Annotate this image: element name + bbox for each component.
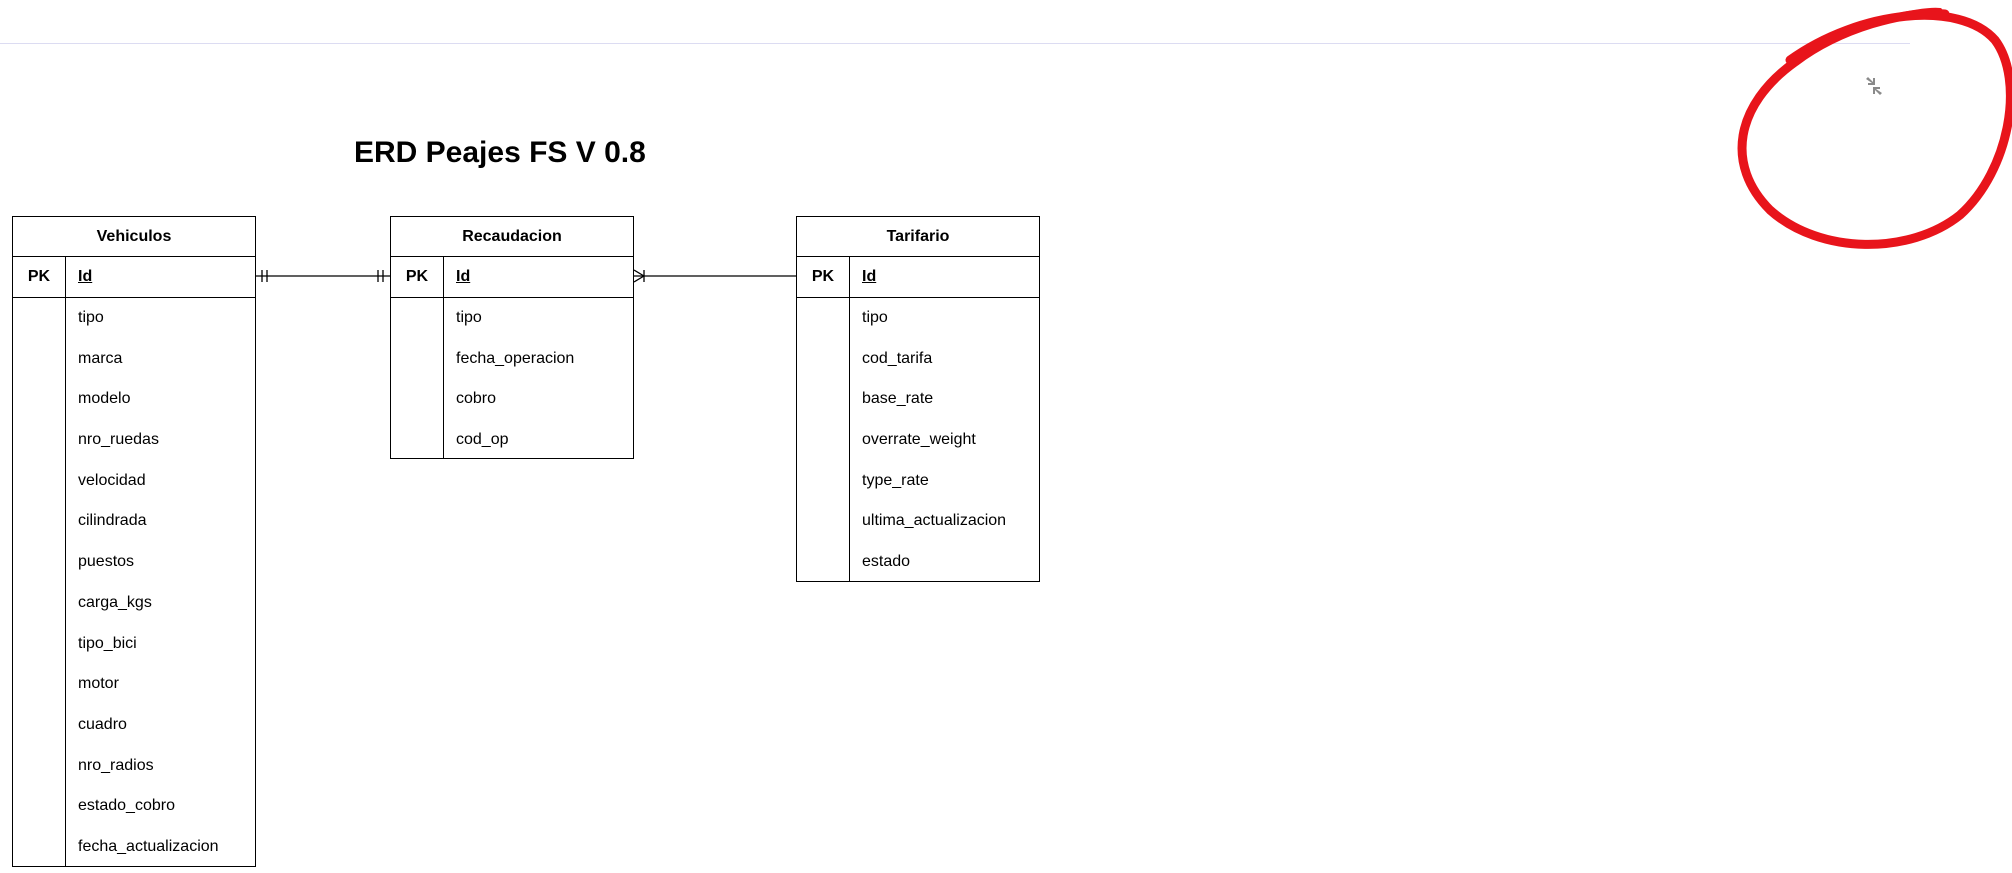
- diagram-title: ERD Peajes FS V 0.8: [354, 136, 646, 169]
- field-section: tipo marca modelo nro_ruedas velocidad c…: [13, 298, 255, 866]
- field: tipo: [862, 309, 888, 326]
- relationship-vehiculos-recaudacion[interactable]: [255, 270, 390, 282]
- relationship-recaudacion-tarifario[interactable]: [633, 269, 796, 283]
- field: cod_op: [456, 431, 509, 449]
- field: cod_tarifa: [862, 349, 933, 367]
- collapse-arrows-svg: [1866, 77, 1882, 95]
- field: velocidad: [78, 471, 146, 489]
- field-list: tipo marca modelo nro_ruedas velocidad c…: [66, 298, 255, 866]
- field: puestos: [78, 553, 135, 571]
- field: cobro: [456, 390, 497, 408]
- pk-label: PK: [797, 257, 850, 297]
- field: modelo: [78, 390, 131, 408]
- field: estado: [862, 553, 911, 571]
- field: nro_ruedas: [78, 431, 159, 449]
- key-column: [391, 298, 444, 458]
- entity-recaudacion[interactable]: Recaudacion PK Id tipo fecha_operacion c…: [390, 216, 634, 459]
- field-list: tipo fecha_operacion cobro cod_op: [444, 298, 633, 458]
- pk-field: Id: [78, 268, 93, 285]
- field: fecha_actualizacion: [78, 837, 219, 855]
- field: tipo_bici: [78, 634, 137, 652]
- field: type_rate: [862, 471, 929, 489]
- pk-field: Id: [862, 268, 877, 285]
- field: tipo: [456, 309, 482, 326]
- key-column: [797, 298, 850, 581]
- field: overrate_weight: [862, 431, 976, 449]
- primary-key-row: PK Id: [391, 257, 633, 298]
- primary-key-row: PK Id: [13, 257, 255, 298]
- field: fecha_operacion: [456, 349, 575, 367]
- pk-label: PK: [391, 257, 444, 297]
- field: carga_kgs: [78, 593, 152, 611]
- field: ultima_actualizacion: [862, 512, 1007, 530]
- entity-name: Vehiculos: [13, 217, 255, 257]
- field: tipo: [78, 309, 104, 326]
- field: motor: [78, 675, 119, 693]
- entity-name: Recaudacion: [391, 217, 633, 257]
- field: nro_radios: [78, 756, 154, 774]
- entity-vehiculos[interactable]: Vehiculos PK Id tipo marca modelo nro_ru…: [12, 216, 256, 867]
- field: estado_cobro: [78, 797, 175, 815]
- entity-tarifario[interactable]: Tarifario PK Id tipo cod_tarifa base_rat…: [796, 216, 1040, 582]
- field: cilindrada: [78, 512, 147, 530]
- key-column: [13, 298, 66, 866]
- collapse-arrows-icon[interactable]: [1862, 74, 1886, 98]
- field: cuadro: [78, 715, 127, 733]
- top-divider: [0, 43, 1910, 44]
- pk-field: Id: [456, 268, 471, 285]
- field-list: tipo cod_tarifa base_rate overrate_weigh…: [850, 298, 1039, 581]
- pk-label: PK: [13, 257, 66, 297]
- field: base_rate: [862, 390, 934, 408]
- entity-name: Tarifario: [797, 217, 1039, 257]
- field-section: tipo fecha_operacion cobro cod_op: [391, 298, 633, 458]
- field-section: tipo cod_tarifa base_rate overrate_weigh…: [797, 298, 1039, 581]
- field: marca: [78, 349, 123, 367]
- primary-key-row: PK Id: [797, 257, 1039, 298]
